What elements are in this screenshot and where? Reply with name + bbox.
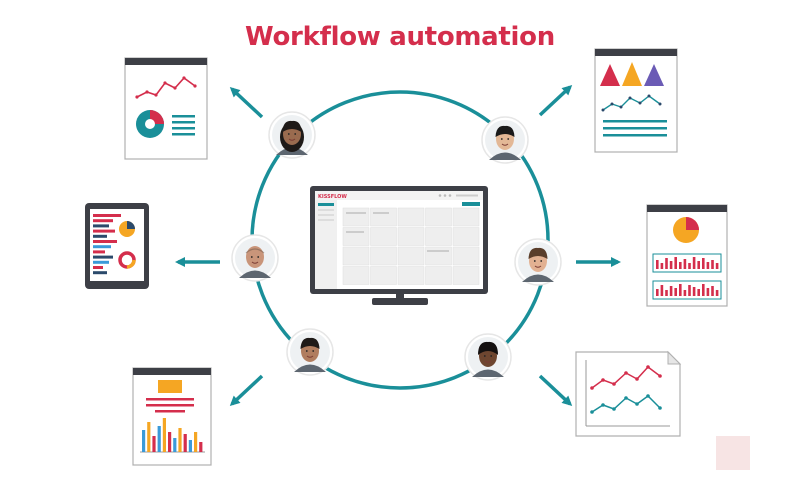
page-title: Workflow automation [245, 22, 555, 52]
arrow-icon [538, 84, 573, 117]
org-bar-report-icon [132, 367, 212, 466]
watermark-square [716, 436, 750, 470]
dual-line-report-icon [575, 350, 682, 437]
person-avatar [286, 328, 334, 376]
app-brand-label: KISSFLOW [318, 194, 347, 200]
arrow-icon [229, 86, 264, 119]
person-avatar [514, 238, 562, 286]
pie-bar-report-icon [646, 204, 728, 307]
arrow-icon [538, 374, 573, 407]
triangle-chart-report-icon [594, 48, 678, 153]
desktop-monitor-icon: KISSFLOW [310, 186, 488, 305]
arrow-icon [229, 374, 264, 407]
arrows [175, 84, 621, 407]
tablet-bar-report-icon [85, 203, 149, 289]
line-pie-report-icon [124, 57, 208, 160]
person-avatar [268, 111, 316, 159]
person-avatar [481, 116, 529, 164]
person-avatar [464, 333, 512, 381]
person-avatar [231, 234, 279, 282]
